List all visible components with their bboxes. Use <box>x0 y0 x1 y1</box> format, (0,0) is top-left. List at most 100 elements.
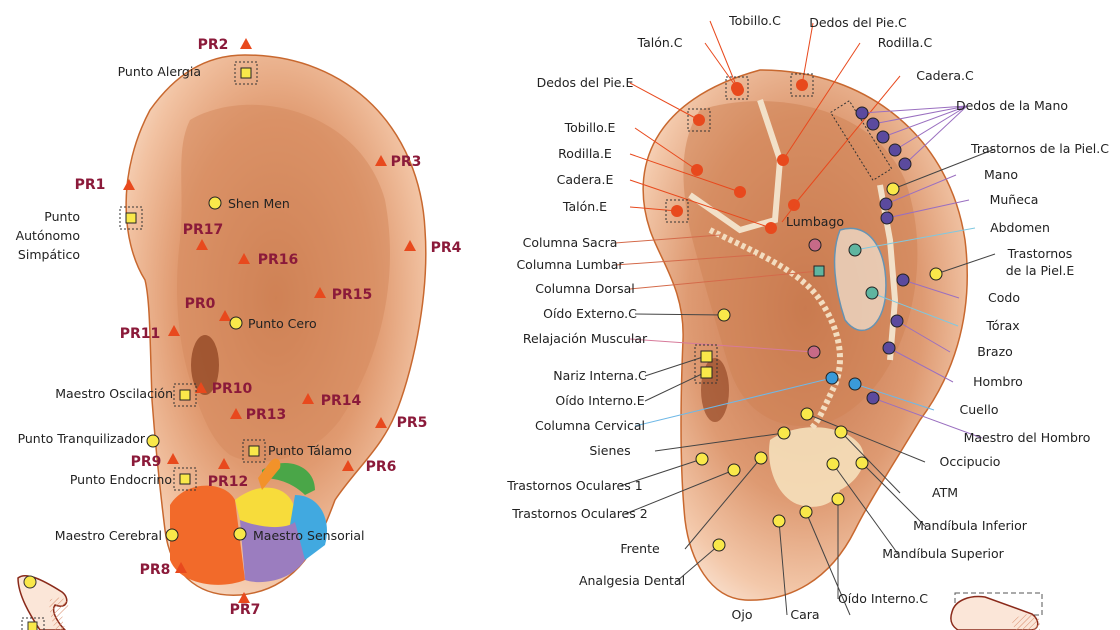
pr-point-pr12[interactable]: PR12 <box>208 458 249 490</box>
leader-line <box>904 105 968 165</box>
pr-label: PR11 <box>120 326 161 342</box>
acupoint-rodilla-c[interactable]: Rodilla.C <box>777 35 933 166</box>
square-marker-icon <box>700 366 713 379</box>
pr-point-pr0[interactable]: PR0 <box>185 296 231 321</box>
pr-point-pr1[interactable]: PR1 <box>75 177 135 193</box>
dashed-box <box>687 108 711 132</box>
pr-point-pr3[interactable]: PR3 <box>375 154 421 170</box>
acupoint-punto-talamo[interactable]: Punto Tálamo <box>242 439 352 463</box>
acupoint-brazo[interactable]: Brazo <box>890 314 1013 359</box>
acupoint-trastornos-oculares-2[interactable]: Trastornos Oculares 2 <box>511 463 741 521</box>
acupoint-punto-cero[interactable]: Punto Cero <box>229 316 317 331</box>
pr-point-pr16[interactable]: PR16 <box>238 252 298 268</box>
leader-line <box>634 313 725 316</box>
acupoint-oido-externo-c[interactable]: Oído Externo.C <box>543 306 731 322</box>
acupoint-trastornos-oculares-1[interactable]: Trastornos Oculares 1 <box>506 452 709 493</box>
acupoint-cuello[interactable]: Cuello <box>848 377 998 417</box>
pr-point-pr15[interactable]: PR15 <box>314 287 372 303</box>
pr-point-pr9[interactable]: PR9 <box>131 453 179 470</box>
pr-point-pr11[interactable]: PR11 <box>120 325 180 342</box>
pr-point-pr7[interactable]: PR7 <box>230 592 261 618</box>
acupoint-dedos-de-la-mano[interactable]: Dedos de la Mano <box>829 98 1068 181</box>
acupoint-torax[interactable]: Tórax <box>865 286 1020 333</box>
circle-marker-icon <box>208 196 222 210</box>
point-label: Dedos de la Mano <box>956 98 1068 113</box>
acupoint-frente[interactable]: Frente <box>620 451 768 556</box>
acupoint-cara[interactable]: Cara <box>790 505 851 622</box>
leader-line <box>801 22 814 86</box>
acupoint-tobillo-e[interactable]: Tobillo.E <box>564 120 703 176</box>
leader-line <box>629 338 815 353</box>
square-marker-icon <box>179 473 191 485</box>
leader-line <box>806 413 926 463</box>
acupoint-lumbago[interactable]: Lumbago <box>781 204 844 229</box>
leader-line <box>654 432 785 452</box>
circle-marker-icon <box>866 391 880 405</box>
pr-point-pr13[interactable]: PR13 <box>230 407 286 423</box>
acupoint-talon-c[interactable]: Talón.C <box>637 35 749 100</box>
pr-point-pr6[interactable]: PR6 <box>342 459 396 475</box>
acupoint-rodilla-e[interactable]: Rodilla.E <box>558 146 746 198</box>
pr-point-pr10[interactable]: PR10 <box>195 381 253 397</box>
acupoint-oido-interno-c[interactable]: Oído Interno.C <box>831 492 928 606</box>
ribcage <box>833 227 887 332</box>
acupoint-maestro-cerebral[interactable]: Maestro Cerebral <box>55 528 179 543</box>
acupoint-hombro[interactable]: Hombro <box>882 341 1023 389</box>
circle-marker-icon <box>800 407 814 421</box>
leader-line <box>894 105 968 151</box>
pr-point-pr4[interactable]: PR4 <box>404 240 462 256</box>
acupoint-sienes[interactable]: Sienes <box>589 426 791 458</box>
acupoint-abdomen[interactable]: Abdomen <box>848 220 1050 257</box>
dashed-box <box>790 73 814 97</box>
pr-point-pr17[interactable]: PR17 <box>183 222 224 250</box>
circle-marker-icon <box>886 182 900 196</box>
pr-point-pr14[interactable]: PR14 <box>302 393 362 409</box>
right-ear-inner-fold <box>683 101 918 427</box>
acupoint-mandibula-inferior[interactable]: Mandíbula Inferior <box>855 456 1028 533</box>
circle-marker-icon <box>825 371 839 385</box>
acupoint-columna-lumbar[interactable]: Columna Lumbar <box>516 254 756 272</box>
acupoint-relajacion-muscular[interactable]: Relajación Muscular <box>523 331 821 359</box>
leader-line <box>840 431 901 494</box>
pr-point-pr8[interactable]: PR8 <box>140 562 187 578</box>
acupoint-dedos-del-pie-c[interactable]: Dedos del Pie.C <box>790 15 907 97</box>
acupoint-columna-dorsal[interactable]: Columna Dorsal <box>535 265 825 296</box>
leader-line <box>882 105 968 138</box>
acupoint-columna-cervical[interactable]: Columna Cervical <box>535 371 839 433</box>
acupoint-punto-endocrino[interactable]: Punto Endocrino <box>70 467 197 491</box>
acupoint-punto-alergia[interactable]: Punto Alergia <box>118 61 258 85</box>
acupoint-cadera-e[interactable]: Cadera.E <box>557 172 777 234</box>
acupoint-oido-interno-e[interactable]: Oído Interno.E <box>555 366 713 408</box>
acupoint-nariz-interna-c[interactable]: Nariz Interna.C <box>553 350 713 383</box>
point-label: Talón.C <box>637 35 683 50</box>
acupoint-codo[interactable]: Codo <box>896 273 1020 305</box>
acupoint-punto-tranquilizador[interactable]: Punto Tranquilizador <box>18 431 160 448</box>
acupoint-shen-men[interactable]: Shen Men <box>208 196 290 211</box>
acupoint-maestro-del-hombro[interactable]: Maestro del Hombro <box>866 391 1090 445</box>
pr-point-pr5[interactable]: PR5 <box>375 415 427 431</box>
pr-label: PR13 <box>246 407 287 423</box>
point-label-line: de la Piel.E <box>1006 263 1075 278</box>
acupoint-ojo[interactable]: Ojo <box>732 514 788 622</box>
acupoint-occipucio[interactable]: Occipucio <box>800 407 1000 469</box>
acupoint-atm[interactable]: ATM <box>834 425 958 500</box>
acupoint-analgesia-dental[interactable]: Analgesia Dental <box>579 538 726 588</box>
point-label: Abdomen <box>990 220 1050 235</box>
acupoint-cadera-c[interactable]: Cadera.C <box>788 68 974 211</box>
acupoint-muneca[interactable]: Muñeca <box>880 192 1038 225</box>
acupoint-mandibula-superior[interactable]: Mandíbula Superior <box>826 457 1005 561</box>
pr-point-pr2[interactable]: PR2 <box>198 37 252 53</box>
leader-line <box>854 383 935 411</box>
pr-label: PR10 <box>212 381 253 397</box>
acupoint-trastornos-de-la-piel-c[interactable]: Trastornos de la Piel.C <box>886 141 1109 196</box>
point-label: Trastornos de la Piel.C <box>970 141 1109 156</box>
acupoint-maestro-oscilacion[interactable]: Maestro Oscilación <box>55 383 197 407</box>
acupoint-maestro-sensorial[interactable]: Maestro Sensorial <box>233 527 365 543</box>
leader-line <box>624 469 735 515</box>
acupoint-columna-sacra[interactable]: Columna Sacra <box>523 234 721 250</box>
acupoint-dedos-del-pie-e[interactable]: Dedos del Pie.E <box>537 75 711 132</box>
acupoint-talon-e[interactable]: Talón.E <box>562 199 689 223</box>
acupoint-mano[interactable]: Mano <box>879 167 1018 211</box>
